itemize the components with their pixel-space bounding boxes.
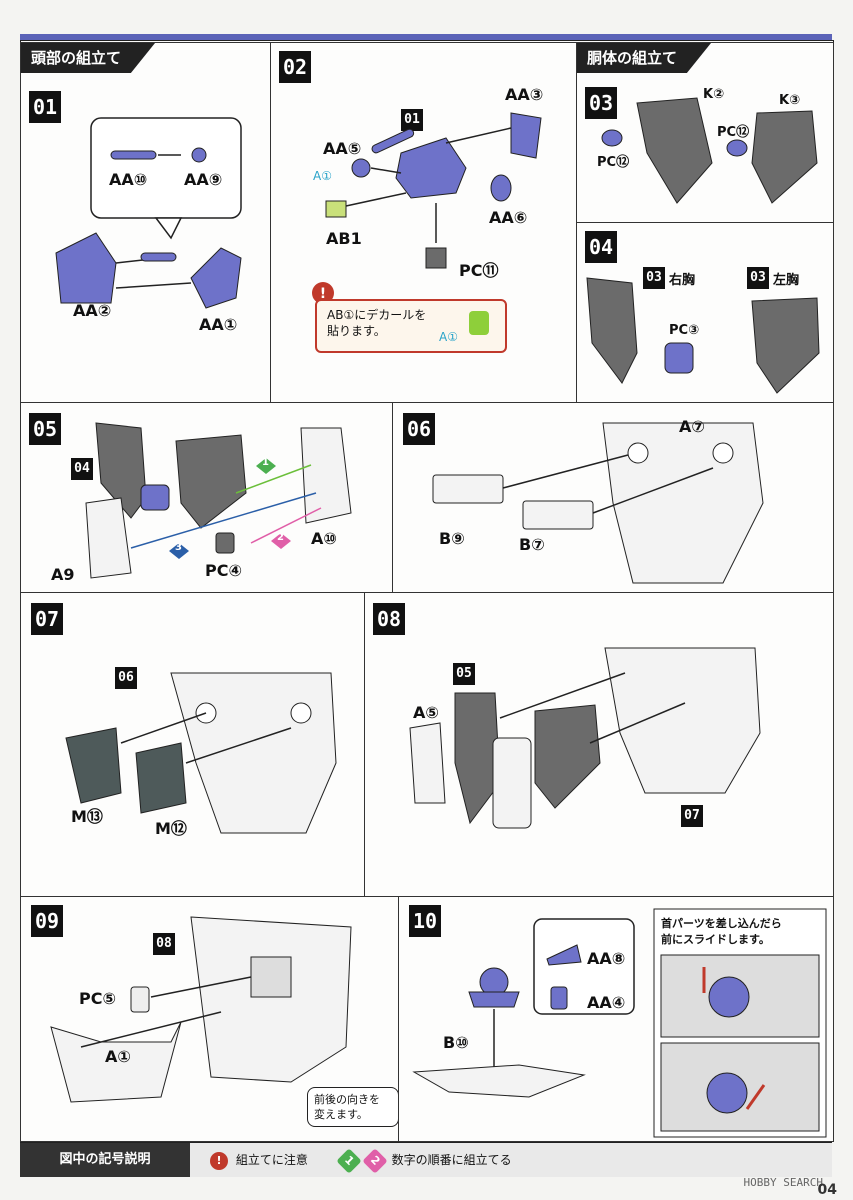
marker-3: 3 [175,542,182,553]
orientation-callout: 前後の向きを 変えます。 [307,1087,399,1127]
label-a5: A⑤ [413,703,439,722]
panel-05: 05 04 1 2 3 A9 PC④ A⑩ [20,402,394,594]
substep-ref-03-right: 03 [643,267,665,289]
order-badge-2-icon: 2 [362,1147,388,1174]
substep-ref-05: 05 [453,663,475,685]
caution-icon: ! [210,1151,228,1170]
substep-ref-01: 01 [401,109,423,131]
substep-ref-03-left: 03 [747,267,769,289]
label-m12: M⑫ [155,819,187,838]
label-aa10: AA⑩ [109,170,148,189]
label-pc5: PC⑤ [79,989,117,1008]
section-title-head: 頭部の組立て [21,43,156,73]
label-a1-step9: A① [105,1047,131,1066]
marker-1: 1 [262,457,269,468]
panel-09: 09 08 PC⑤ A① 前後の向きを 変えます。 [20,896,400,1142]
orientation-callout-line2: 変えます。 [314,1108,368,1121]
decal-note-tag: A① [439,330,458,344]
step-number-10: 10 [409,905,441,937]
substep-ref-08: 08 [153,933,175,955]
label-pc4: PC④ [205,561,243,580]
step-01-illustration [55,117,242,309]
step-10-illustration [412,908,827,1138]
step-number-09: 09 [31,905,63,937]
label-aa8: AA⑧ [587,949,626,968]
orientation-callout-line1: 前後の向きを [314,1093,380,1106]
step-03-illustration [601,97,818,204]
label-pc12-left: PC⑫ [597,155,630,170]
label-a10: A⑩ [311,529,337,548]
step-02-illustration: ! [312,112,542,304]
label-aa4: AA④ [587,993,626,1012]
decal-note: AB①にデカールを 貼ります。 A① [315,299,507,353]
legend-caution-text: 組立てに注意 [235,1153,308,1167]
step-number-05: 05 [29,413,61,445]
legend-bar: 図中の記号説明 ! 組立てに注意 1 2 数字の順番に組立てる [20,1142,832,1177]
substep-ref-07: 07 [681,805,703,827]
substep-ref-06: 06 [115,667,137,689]
decal-note-line2: 貼ります。 [327,324,386,338]
step-05-illustration [85,422,352,579]
legend-title: 図中の記号説明 [20,1143,190,1177]
label-m13: M⑬ [71,807,103,826]
legend-order-text: 数字の順番に組立てる [391,1153,512,1167]
panel-head-01: 頭部の組立て 01 AA⑩ AA⑨ AA② AA① [20,42,272,404]
label-b10: B⑩ [443,1033,469,1052]
label-left-chest: 左胸 [773,273,800,288]
order-badge-1-icon: 1 [336,1147,362,1174]
step-number-04: 04 [585,231,617,263]
label-b7: B⑦ [519,535,545,554]
label-b9: B⑨ [439,529,465,548]
substep-ref-04: 04 [71,458,93,480]
label-k3: K③ [779,93,801,108]
panel-10: 10 AA⑧ AA④ B⑩ 首パーツを差し込んだら 前にスライドします。 [398,896,834,1142]
label-a9: A9 [51,565,75,584]
panel-06: 06 A⑦ B⑨ B⑦ [392,402,834,594]
label-pc3: PC③ [669,323,700,338]
page-number: 04 [817,1182,837,1198]
step-number-07: 07 [31,603,63,635]
footer-brand: HOBBY SEARCH [743,1176,823,1189]
label-a1: A① [313,169,332,183]
tip-line1: 首パーツを差し込んだら [661,917,782,930]
step-09-illustration [50,916,352,1103]
step-06-illustration [432,422,764,584]
tip-line2: 前にスライドします。 [661,933,770,946]
step-number-03: 03 [585,87,617,119]
top-accent-bar [20,34,832,40]
label-aa6: AA⑥ [489,208,528,227]
step-07-illustration [65,672,337,834]
step-number-01: 01 [29,91,61,123]
label-ab1: AB1 [326,229,362,248]
label-aa9: AA⑨ [184,170,223,189]
label-right-chest: 右胸 [669,273,696,288]
label-aa5: AA⑤ [323,139,362,158]
label-pc12-right: PC⑫ [717,125,750,140]
step-number-02: 02 [279,51,311,83]
label-pc11: PC⑪ [459,261,499,280]
legend-order: 1 2 数字の順番に組立てる [336,1143,512,1177]
panel-head-02: 02 01 ! AA③ AA⑤ A① AB1 AA⑥ PC⑪ AB①にデカールを… [270,42,578,404]
panel-07: 07 06 M⑬ M⑫ [20,592,366,898]
panel-body-03: 胴体の組立て 03 K② K③ PC⑫ PC⑫ [576,42,834,224]
step-08-illustration [409,647,761,829]
label-aa1: AA① [199,315,238,334]
step-04-illustration [586,277,820,394]
label-k2: K② [703,87,725,102]
step-number-06: 06 [403,413,435,445]
decal-note-line1: AB①にデカールを [327,308,427,322]
panel-08: 08 05 07 A⑤ [364,592,834,898]
svg-text:!: ! [320,286,326,302]
step-number-08: 08 [373,603,405,635]
decal-swatch [469,311,489,335]
label-aa3: AA③ [505,85,544,104]
panel-body-04: 04 03 右胸 03 左胸 PC③ [576,222,834,404]
label-aa2: AA② [73,301,112,320]
section-title-body: 胴体の組立て [577,43,712,73]
marker-2: 2 [277,532,284,543]
legend-caution: ! 組立てに注意 [210,1143,308,1177]
label-a7: A⑦ [679,417,705,436]
